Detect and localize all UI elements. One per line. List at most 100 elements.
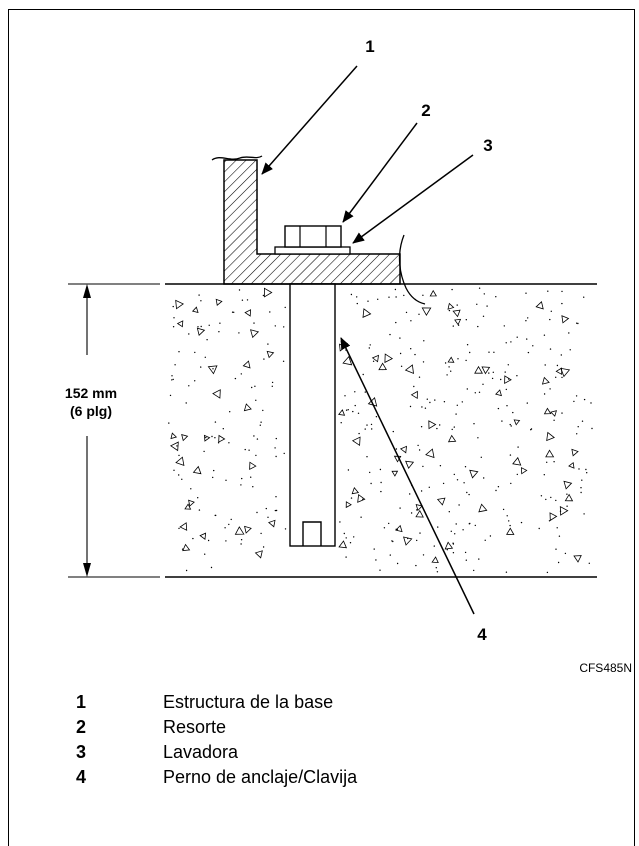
concrete-dot xyxy=(446,374,448,376)
concrete-dot xyxy=(504,371,506,373)
concrete-aggregate xyxy=(550,410,557,417)
concrete-dot xyxy=(516,336,518,338)
concrete-dot xyxy=(284,528,287,530)
concrete-dot xyxy=(275,509,278,512)
concrete-dot xyxy=(566,505,568,507)
legend-text: Perno de anclaje/Clavija xyxy=(163,767,358,787)
concrete-dot xyxy=(410,512,413,514)
concrete-dot xyxy=(484,539,486,541)
concrete-dot xyxy=(240,543,242,545)
concrete-aggregate xyxy=(399,445,407,454)
concrete-dot xyxy=(344,395,346,397)
concrete-dot xyxy=(214,437,216,439)
concrete-dot xyxy=(469,351,471,354)
concrete-dot xyxy=(395,296,397,298)
concrete-dot xyxy=(354,404,356,407)
concrete-dot xyxy=(373,548,375,550)
concrete-aggregate xyxy=(181,434,189,442)
concrete-aggregate xyxy=(444,541,454,550)
concrete-dot xyxy=(426,398,428,400)
concrete-dot xyxy=(466,491,468,494)
concrete-dot xyxy=(358,432,360,435)
leader-2 xyxy=(342,122,418,223)
concrete-aggregate xyxy=(371,354,379,363)
dimension-arrow-top xyxy=(83,284,91,298)
concrete-dot xyxy=(210,566,213,569)
concrete-dot xyxy=(453,426,455,428)
concrete-dot xyxy=(349,542,352,544)
concrete-dot xyxy=(576,433,578,435)
concrete-aggregate xyxy=(351,487,360,495)
concrete-dot xyxy=(561,376,563,379)
concrete-dot xyxy=(456,479,459,481)
concrete-dot xyxy=(418,449,421,451)
concrete-dot xyxy=(274,509,277,512)
concrete-dot xyxy=(271,381,274,384)
concrete-dot xyxy=(526,338,528,340)
concrete-dot xyxy=(549,348,552,350)
concrete-dot xyxy=(586,472,588,474)
concrete-dot xyxy=(405,311,408,314)
concrete-dot xyxy=(454,533,456,535)
concrete-dot xyxy=(283,326,285,328)
concrete-dot xyxy=(538,527,540,530)
concrete-dot xyxy=(282,360,285,362)
concrete-dot xyxy=(188,385,190,387)
concrete-dot xyxy=(550,496,552,499)
concrete-dot xyxy=(399,352,402,355)
concrete-dot xyxy=(464,466,467,468)
concrete-dot xyxy=(260,421,262,423)
concrete-dot xyxy=(364,428,366,430)
concrete-dot xyxy=(555,376,557,378)
concrete-dot xyxy=(403,294,405,297)
concrete-dot xyxy=(510,425,512,427)
concrete-dot xyxy=(211,435,213,438)
concrete-dot xyxy=(577,426,579,428)
concrete-dot xyxy=(240,539,243,541)
concrete-dot xyxy=(415,564,417,567)
concrete-dot xyxy=(421,406,423,408)
concrete-aggregate xyxy=(362,308,372,318)
concrete-dot xyxy=(509,423,511,426)
concrete-dot xyxy=(555,548,557,550)
concrete-dot xyxy=(477,325,479,328)
concrete-dot xyxy=(259,424,261,426)
concrete-dot xyxy=(275,455,277,458)
concrete-dot xyxy=(360,516,362,518)
concrete-dot xyxy=(234,377,237,380)
concrete-dot xyxy=(591,427,593,430)
concrete-dot xyxy=(583,513,585,515)
concrete-dot xyxy=(448,366,450,368)
concrete-aggregate xyxy=(469,469,479,479)
legend-number: 3 xyxy=(76,742,87,762)
concrete-dot xyxy=(198,294,200,296)
concrete-dot xyxy=(478,287,481,289)
concrete-dot xyxy=(525,292,527,294)
concrete-dot xyxy=(218,331,220,333)
concrete-dot xyxy=(457,358,459,360)
concrete-aggregate xyxy=(571,448,579,457)
concrete-dot xyxy=(410,348,412,350)
concrete-dot xyxy=(500,378,502,381)
concrete-dot xyxy=(451,428,453,431)
concrete-aggregate xyxy=(176,320,184,328)
concrete-dot xyxy=(416,509,418,511)
concrete-aggregate xyxy=(560,367,571,378)
concrete-aggregate xyxy=(415,504,423,512)
leader-3 xyxy=(352,154,474,244)
concrete-dot xyxy=(410,320,412,322)
concrete-aggregate xyxy=(568,461,575,469)
concrete-dot xyxy=(207,539,210,542)
concrete-dot xyxy=(506,405,508,407)
concrete-aggregate xyxy=(428,420,437,430)
concrete-dot xyxy=(214,514,216,517)
concrete-dot xyxy=(185,402,187,404)
concrete-dot xyxy=(456,304,458,306)
concrete-dot xyxy=(230,518,232,521)
concrete-dot xyxy=(357,412,360,414)
dimension-label-in: (6 plg) xyxy=(70,403,112,419)
concrete-dot xyxy=(561,290,563,293)
concrete-aggregate xyxy=(481,366,491,375)
concrete-dot xyxy=(213,469,215,472)
concrete-dot xyxy=(238,289,241,291)
